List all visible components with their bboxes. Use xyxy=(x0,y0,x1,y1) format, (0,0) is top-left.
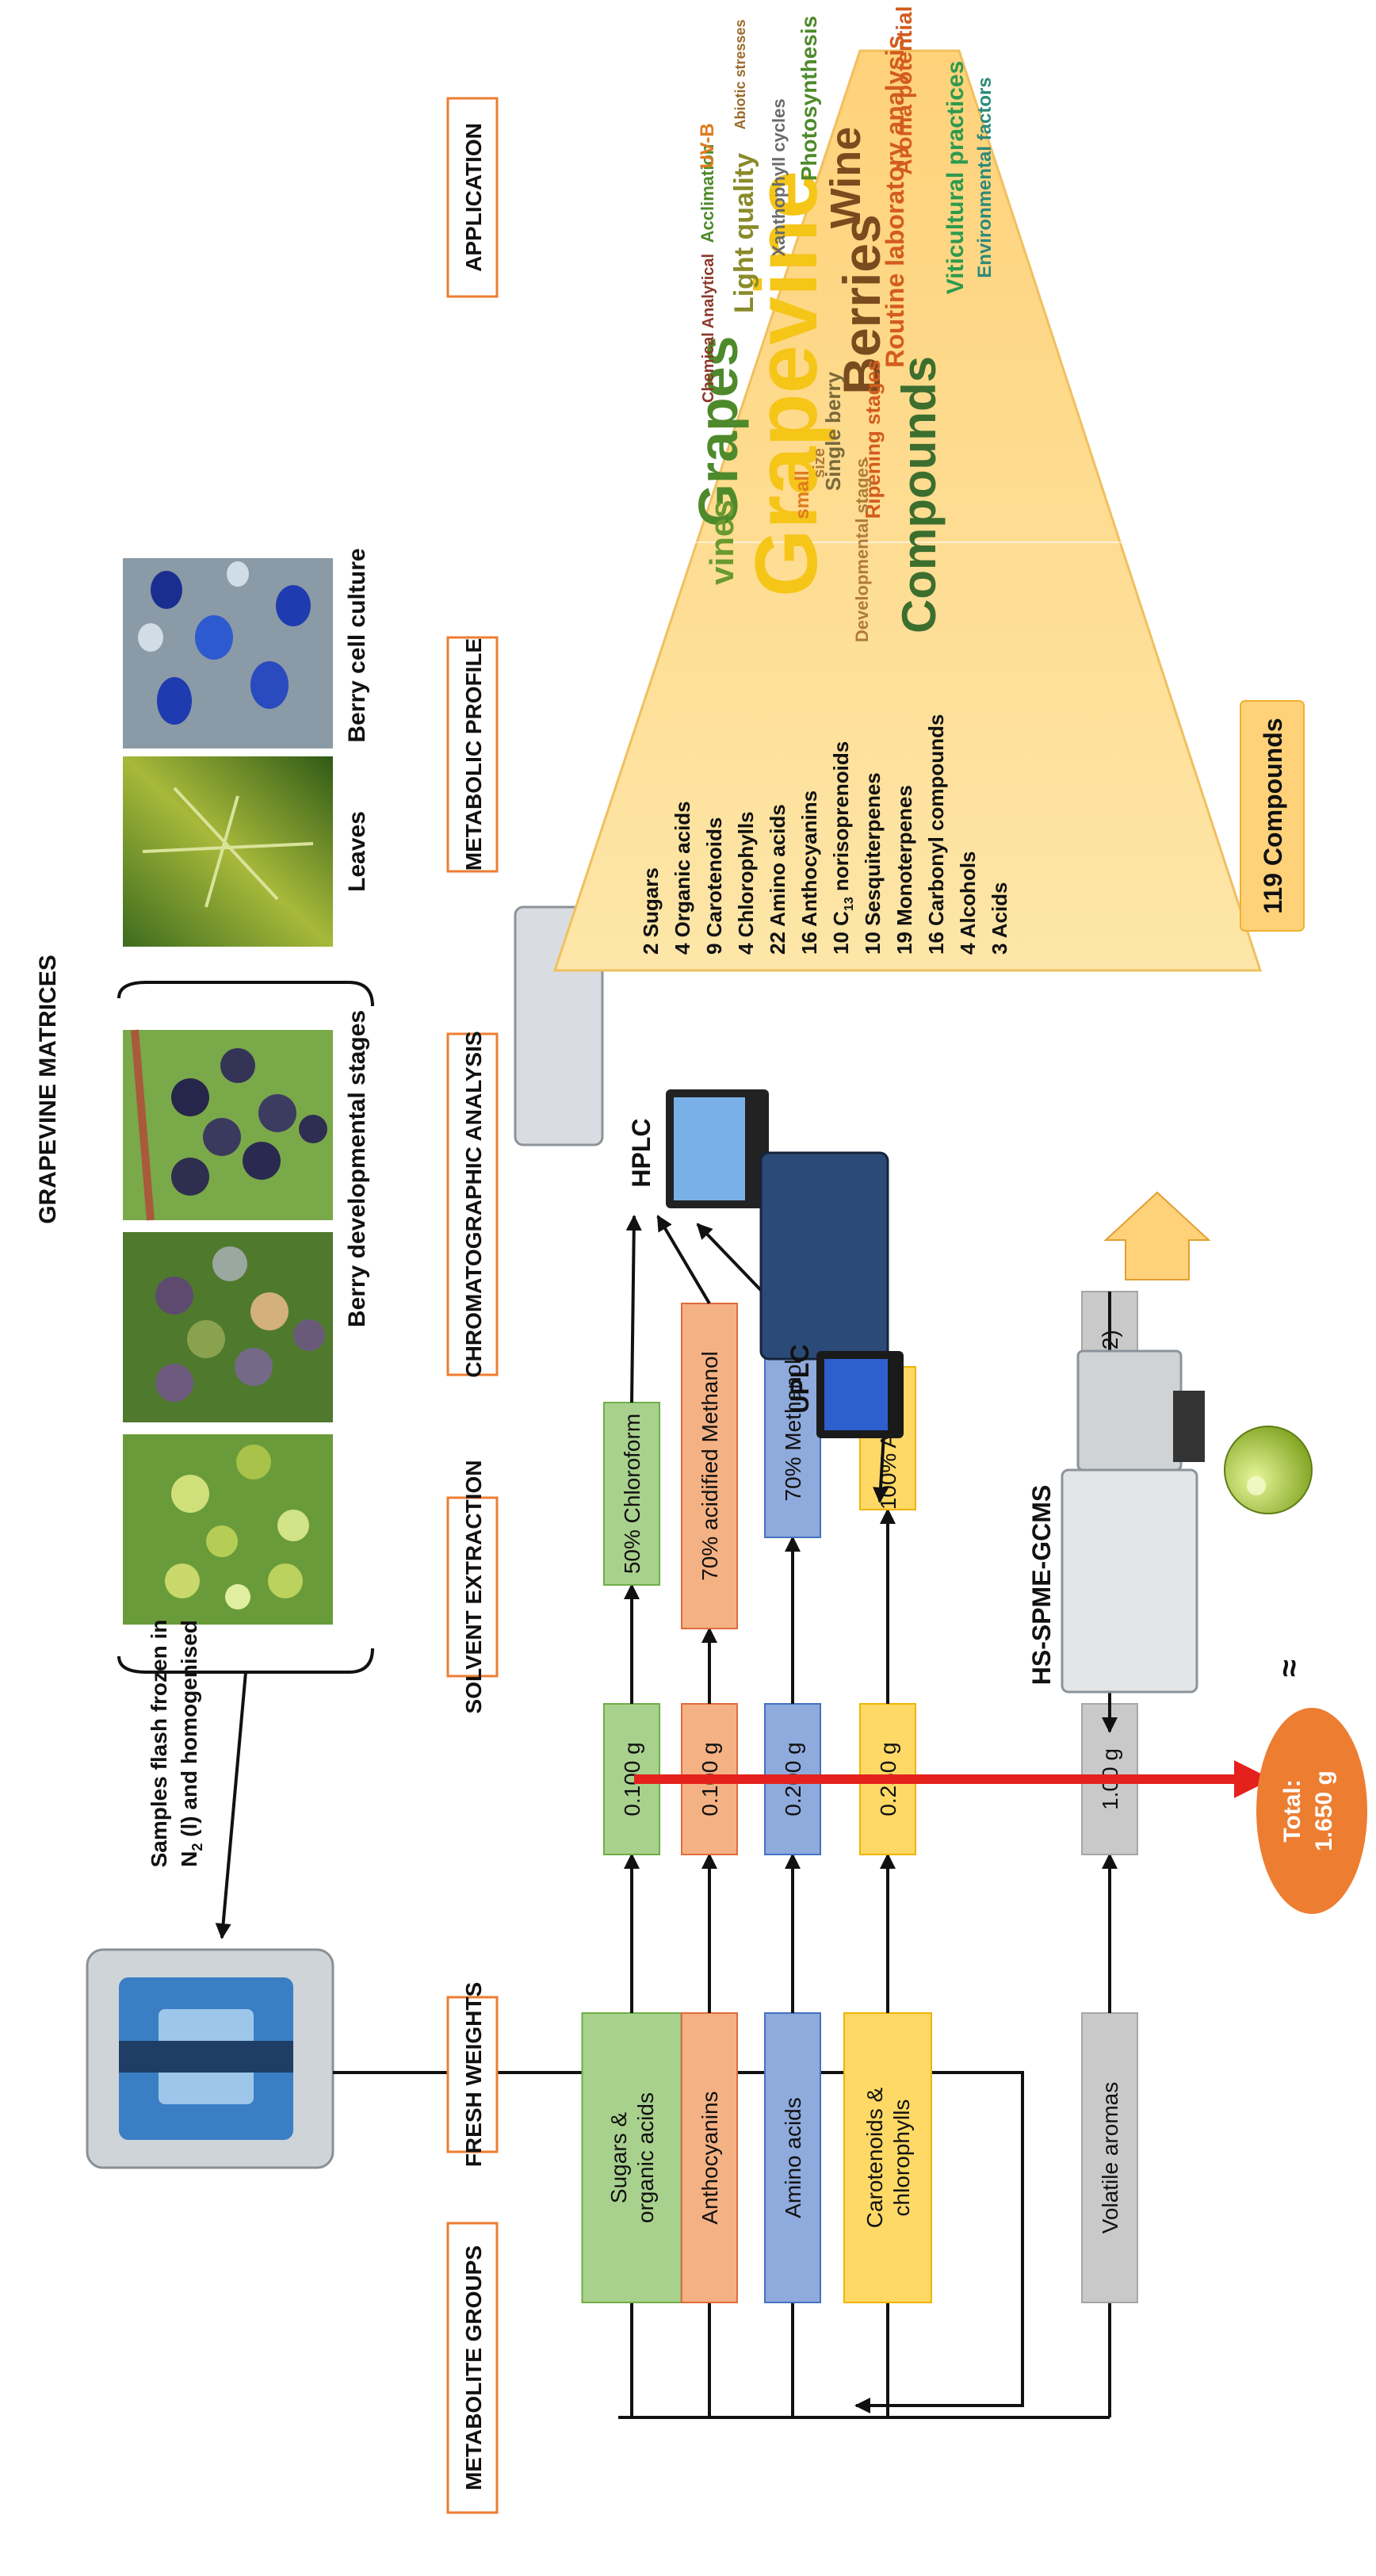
cell-culture-label: Berry cell culture xyxy=(344,548,370,742)
solvent-label: 70% Methanol xyxy=(781,1359,805,1501)
column-headers: METABOLITE GROUPS FRESH WEIGHTS SOLVENT EX… xyxy=(446,97,499,2514)
word-cloud-term: vines xyxy=(703,500,740,584)
profile-item: 9 Carotenoids xyxy=(702,817,726,955)
arrow-matrices-to-homogeniser xyxy=(215,1671,247,1939)
gcms-label: HS-SPME-GCMS xyxy=(1027,1485,1056,1685)
column-header-label: CHROMATOGRAPHIC ANALYSIS xyxy=(461,1031,486,1377)
profile-item: 4 Chlorophylls xyxy=(734,811,758,955)
homogeniser-note-line1: Samples flash frozen in xyxy=(147,1620,171,1868)
word-cloud-term: Single berry xyxy=(821,371,845,491)
total-weight-ellipse xyxy=(1256,1708,1367,1914)
compounds-total-box xyxy=(1240,700,1305,932)
profile-funnel xyxy=(552,49,1263,972)
word-cloud-term: Berries xyxy=(832,214,891,395)
profile-item: 4 Alcohols xyxy=(956,851,980,955)
profile-item: 10 Sesquiterpenes xyxy=(861,772,885,955)
profile-item: 3 Acids xyxy=(988,882,1011,955)
word-cloud-term: Compounds xyxy=(892,356,946,633)
column-header-label: SOLVENT EXTRACTION xyxy=(461,1460,486,1714)
word-cloud-term: Ripening stages xyxy=(861,360,885,519)
diagram-title: GRAPEVINE MATRICES xyxy=(35,955,61,1223)
metabolite-group-label: Amino acids xyxy=(781,2097,805,2218)
photo-leaves xyxy=(123,756,333,947)
photo-cell-culture xyxy=(123,558,333,748)
profile-item: 4 Organic acids xyxy=(671,801,694,955)
uplc-label: UPLC xyxy=(785,1344,814,1413)
word-cloud-term: Photosynthesis xyxy=(797,16,821,181)
word-cloud-term: Acclimation xyxy=(698,144,717,243)
word-cloud-term: Environmental factors xyxy=(974,77,996,278)
metabolite-group-label: Sugars &organic acids xyxy=(606,2092,658,2223)
green-berry-icon xyxy=(1224,1426,1313,1514)
profile-item: 2 Sugars xyxy=(639,867,663,955)
profile-item: 16 Anthocyanins xyxy=(797,790,821,955)
word-cloud-term: Aroma potential xyxy=(892,6,916,174)
word-cloud-term: Light quality xyxy=(729,153,759,313)
column-header-label: METABOLIC PROFILE xyxy=(461,638,486,871)
column-header-3: CHROMATOGRAPHIC ANALYSIS xyxy=(446,1031,499,1378)
word-cloud-term: Chemical Analytical xyxy=(700,254,717,403)
matrices-bracket xyxy=(117,981,374,1674)
word-cloud-term: Viticultural practices xyxy=(942,61,969,295)
word-cloud-term: Abiotic stresses xyxy=(732,19,748,129)
column-header-0: METABOLITE GROUPS xyxy=(446,2222,499,2514)
word-cloud-term: Wine xyxy=(822,127,870,229)
word-cloud-term: UV-B xyxy=(697,123,718,168)
gcms-instrument xyxy=(1061,1349,1205,1694)
solvent-label: 70% acidified Methanol xyxy=(698,1351,722,1581)
column-header-4: METABOLIC PROFILE xyxy=(446,636,499,873)
column-header-2: SOLVENT EXTRACTION xyxy=(446,1460,499,1714)
word-cloud-term: size xyxy=(811,448,828,478)
profile-item: 16 Carbonyl compounds xyxy=(924,714,948,955)
workflow-row-3: Carotenoids &chlorophylls0.250 g100% Ace… xyxy=(843,1366,932,2417)
approx-symbol: ≈ xyxy=(1272,1659,1307,1677)
profile-item: 10 C13 norisoprenoids xyxy=(829,741,856,955)
photo-ripe-berries xyxy=(123,1029,333,1221)
hplc-label: HPLC xyxy=(627,1118,656,1187)
photo-early-berries xyxy=(123,1434,333,1625)
profile-compound-list: 2 Sugars 4 Organic acids 9 Carotenoids 4 Ch… xyxy=(639,714,1011,955)
word-cloud-term: Developmental stages xyxy=(852,458,872,642)
arrow-solvent-to-instrument xyxy=(656,1215,711,1305)
word-cloud-term: Grapevine xyxy=(738,170,835,597)
word-cloud-term: Grapes xyxy=(687,335,749,526)
metabolite-group-box xyxy=(581,2012,682,2303)
column-header-label: APPLICATION xyxy=(461,123,486,272)
word-cloud-term: Xanthophyll cycles xyxy=(769,98,789,256)
metabolite-group-box xyxy=(843,2012,932,2303)
total-line2: 1.650 g xyxy=(1311,1770,1337,1851)
column-header-1: FRESH WEIGHTS xyxy=(446,1982,499,2167)
word-cloud-term: small xyxy=(792,470,813,519)
metabolite-group-label: Carotenoids &chlorophylls xyxy=(862,2087,914,2228)
word-cloud-term: Routine laboratory analysis xyxy=(881,35,909,368)
metabolite-group-label: Anthocyanins xyxy=(698,2091,722,2224)
column-header-5: APPLICATION xyxy=(446,97,499,298)
column-header-label: METABOLITE GROUPS xyxy=(461,2245,486,2490)
hplc-instrument xyxy=(514,905,769,1208)
arrow-solvent-to-instrument xyxy=(625,1215,642,1403)
profile-item: 19 Monoterpenes xyxy=(892,785,916,955)
berry-stages-label: Berry developmental stages xyxy=(344,1010,370,1327)
profile-item: 22 Amino acids xyxy=(766,804,789,955)
homogeniser-device xyxy=(86,1948,334,2169)
compounds-arrow xyxy=(1103,1191,1211,1280)
compounds-total-label: 119 Compounds xyxy=(1259,718,1287,913)
total-line1: Total: xyxy=(1279,1779,1305,1842)
workflow-row-1: Anthocyanins0.100 g70% acidified Methano… xyxy=(656,1215,738,2417)
solvent-label: 50% Chloroform xyxy=(620,1414,644,1574)
column-header-label: FRESH WEIGHTS xyxy=(461,1982,486,2167)
homogeniser-note-line2: N2 (l) and homogenised xyxy=(177,1620,205,1867)
leaves-label: Leaves xyxy=(344,811,370,892)
photo-veraison-berries xyxy=(123,1232,333,1422)
uplc-instrument xyxy=(759,1151,904,1438)
metabolite-group-label: Volatile aromas xyxy=(1098,2082,1122,2233)
